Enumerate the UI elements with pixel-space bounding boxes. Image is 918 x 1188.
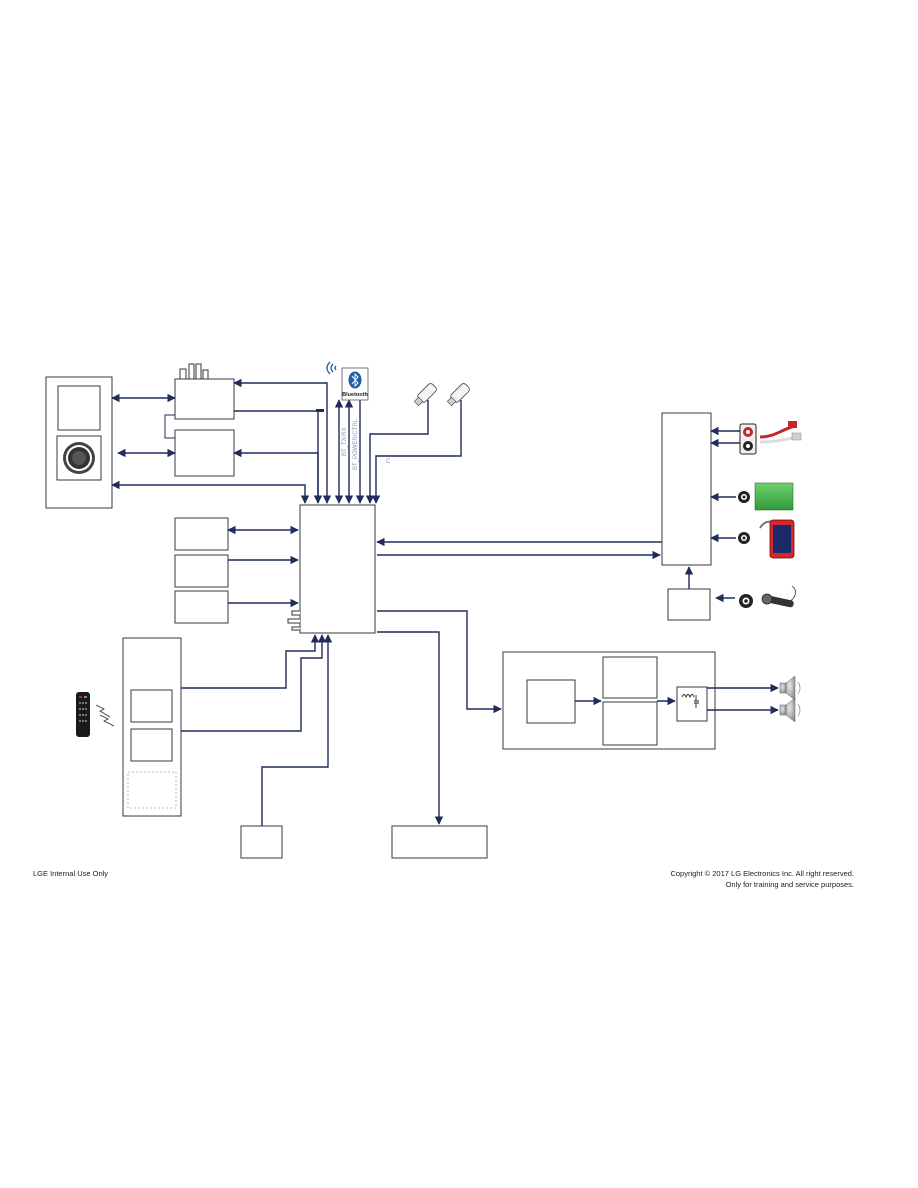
- mic-amp-block: [667, 588, 711, 621]
- footer-internal-use: LGE Internal Use Only: [33, 869, 109, 878]
- usb-stick-icon: [413, 383, 470, 407]
- front-panel: [45, 376, 113, 509]
- speaker-icon: [779, 675, 801, 723]
- footer-copyright-line1: Copyright © 2017 LG Electronics Inc. All…: [670, 869, 854, 878]
- signal-label-b: BT_POWER/CTRL: [353, 418, 359, 470]
- tuner-block: [174, 363, 235, 477]
- green-device-icon: [754, 482, 794, 511]
- input-selector: [661, 412, 712, 566]
- connections: [111, 378, 779, 826]
- block-a: [174, 517, 229, 551]
- aux-jack-icon: [738, 532, 750, 544]
- block-b: [174, 554, 229, 588]
- phone-icon: [759, 519, 795, 559]
- output-block: [391, 825, 488, 859]
- mic-jack-icon: [739, 594, 753, 608]
- wifi-icon: [326, 361, 337, 375]
- signal-label-a: BT_TX/RX: [342, 427, 348, 456]
- footer-copyright-line2: Only for training and service purposes.: [725, 880, 854, 889]
- bluetooth-label: Bluetooth: [342, 392, 368, 398]
- disc-icon: [63, 442, 95, 474]
- main-processor: [299, 504, 376, 634]
- bluetooth-icon: Bluetooth: [341, 367, 368, 401]
- main-tabs: [287, 610, 300, 631]
- block-c: [174, 590, 229, 624]
- amp-section: [502, 651, 716, 750]
- footer-copyright: Copyright © 2017 LG Electronics Inc. All…: [670, 868, 854, 890]
- power-block: [240, 825, 283, 859]
- coil-icon: [681, 694, 699, 708]
- remote-icon: [76, 692, 90, 737]
- microphone-icon: [761, 585, 796, 608]
- signal-mark: C: [386, 459, 391, 465]
- rca-cable-icon: [759, 421, 802, 444]
- rca-jack-icon: [739, 423, 757, 455]
- remote-panel: [122, 637, 182, 817]
- lightning-icon: [95, 704, 115, 727]
- optical-jack-icon: [738, 491, 750, 503]
